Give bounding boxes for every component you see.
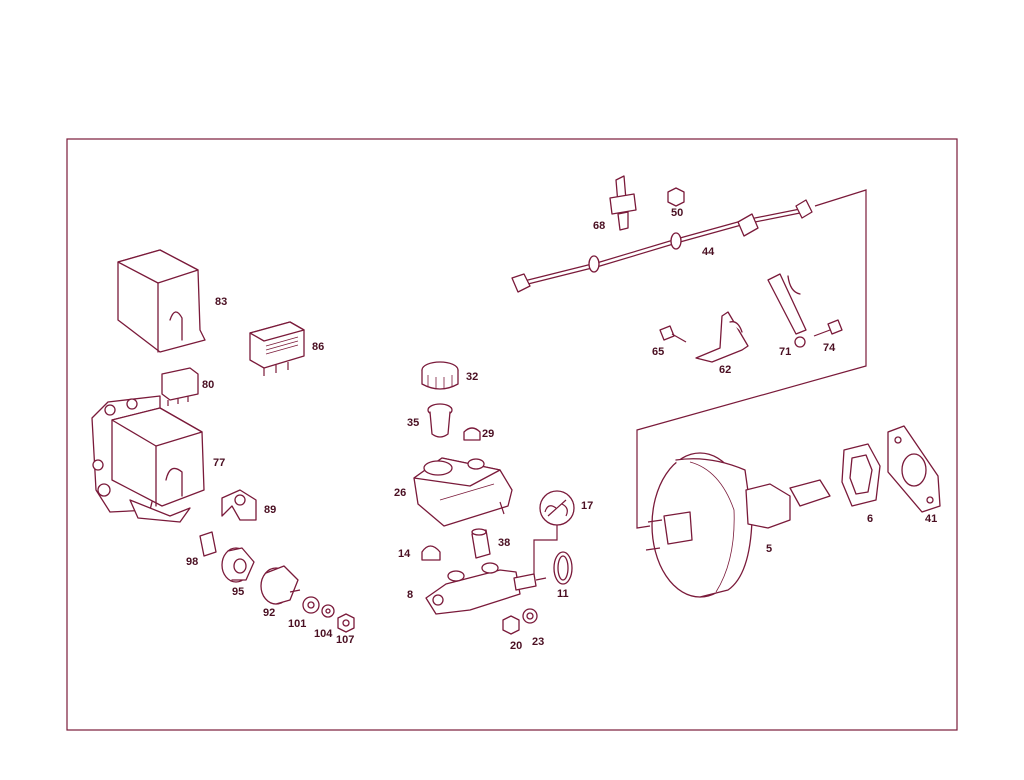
- part-77-hydraulic-unit: [91, 395, 205, 523]
- part-26-reservoir: [413, 457, 513, 527]
- label-107: 107: [336, 634, 354, 646]
- label-26: 26: [394, 487, 406, 499]
- label-80: 80: [202, 379, 214, 391]
- part-62-bracket: [695, 311, 749, 363]
- label-68: 68: [593, 220, 605, 232]
- label-74: 74: [823, 342, 836, 354]
- label-65: 65: [652, 346, 664, 358]
- label-50: 50: [671, 207, 683, 219]
- part-23-washer: [522, 608, 538, 624]
- part-38-plug: [471, 528, 491, 559]
- label-89: 89: [264, 504, 276, 516]
- label-104: 104: [314, 628, 333, 640]
- part-5-brake-booster: [645, 452, 831, 598]
- part-89-bracket: [221, 489, 257, 521]
- label-20: 20: [510, 640, 522, 652]
- label-98: 98: [186, 556, 198, 568]
- label-11: 11: [557, 588, 569, 600]
- part-11-o-ring: [553, 551, 573, 585]
- label-95: 95: [232, 586, 244, 598]
- label-5: 5: [766, 543, 772, 555]
- diagram-frame: [66, 138, 958, 731]
- part-32-cap: [421, 361, 459, 390]
- part-101-washer: [302, 596, 320, 614]
- label-23: 23: [532, 636, 544, 648]
- part-14-bleed-cap: [421, 545, 441, 561]
- part-44-brake-line: [511, 199, 813, 293]
- part-95-sleeve: [221, 547, 255, 583]
- part-83-cover: [117, 249, 206, 353]
- part-65-bolt: [659, 325, 687, 343]
- label-35: 35: [407, 417, 419, 429]
- part-6-gasket: [841, 443, 881, 507]
- label-8: 8: [407, 589, 413, 601]
- part-50-nut: [667, 187, 685, 207]
- label-77: 77: [213, 457, 225, 469]
- label-44: 44: [702, 246, 715, 258]
- part-35-filler-neck: [427, 403, 453, 438]
- label-86: 86: [312, 341, 324, 353]
- label-83: 83: [215, 296, 227, 308]
- callout-line-17: [533, 525, 558, 575]
- callout-bracket-line: [636, 189, 867, 529]
- part-74-bolt: [813, 319, 843, 337]
- part-92-mount: [260, 565, 301, 605]
- label-29: 29: [482, 428, 494, 440]
- label-101: 101: [288, 618, 306, 630]
- part-68-fitting: [609, 175, 637, 231]
- label-92: 92: [263, 607, 275, 619]
- label-71: 71: [779, 346, 791, 358]
- label-41: 41: [925, 513, 937, 525]
- part-104-spring-washer: [321, 604, 335, 618]
- part-98-stud: [199, 531, 217, 557]
- part-8-master-cylinder: [425, 562, 547, 615]
- part-107-nut: [337, 613, 355, 633]
- part-41-adapter-plate: [887, 425, 941, 513]
- label-14: 14: [398, 548, 411, 560]
- part-80-relay: [161, 367, 199, 406]
- part-17-wrench-symbol: [539, 490, 575, 526]
- part-20-nut: [502, 615, 520, 635]
- label-6: 6: [867, 513, 873, 525]
- label-62: 62: [719, 364, 731, 376]
- part-86-relay: [249, 321, 305, 376]
- label-38: 38: [498, 537, 510, 549]
- label-17: 17: [581, 500, 593, 512]
- part-71-bracket: [767, 273, 807, 348]
- label-32: 32: [466, 371, 478, 383]
- part-29-cap: [463, 427, 481, 441]
